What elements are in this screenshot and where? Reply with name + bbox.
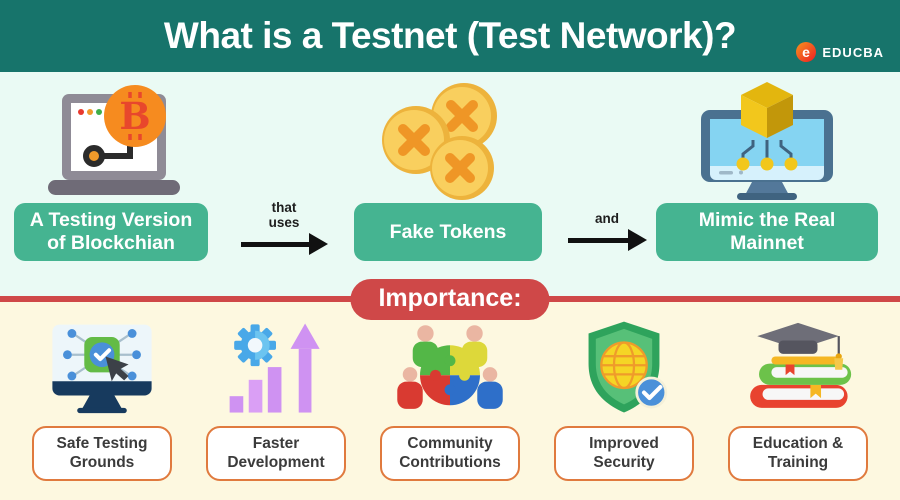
- importance-label-box: Community Contributions: [380, 426, 520, 481]
- importance-label-box: Improved Security: [554, 426, 694, 481]
- svg-text:e: e: [802, 44, 810, 60]
- flow-step-mimic-mainnet: Mimic the Real Mainnet: [656, 203, 878, 261]
- page-title: What is a Testnet (Test Network)?: [163, 15, 737, 56]
- connector-and: and: [552, 211, 662, 252]
- right-arrow-icon: [240, 233, 328, 256]
- community-contributions-icon: [397, 325, 503, 409]
- importance-label: Community Contributions: [399, 435, 501, 472]
- education-training-icon: [750, 322, 852, 408]
- header: What is a Testnet (Test Network)? e EDUC…: [0, 0, 900, 72]
- educba-logo: e EDUCBA: [795, 41, 884, 63]
- connector-label: and: [594, 211, 619, 226]
- importance-item-security: Improved Security: [540, 318, 708, 500]
- improved-security-icon: [588, 321, 668, 413]
- faster-development-icon: [229, 323, 320, 413]
- connector-that-uses: that uses: [228, 200, 340, 256]
- brand-name: EDUCBA: [822, 44, 884, 60]
- importance-label-box: Faster Development: [206, 426, 346, 481]
- importance-item-education: Education & Training: [714, 318, 882, 500]
- fake-coins-icon: [382, 83, 497, 200]
- safe-testing-icon: [52, 324, 152, 414]
- flow-section: B: [0, 72, 900, 298]
- importance-item-community: Community Contributions: [366, 318, 534, 500]
- importance-section: Safe Testing Grounds: [0, 302, 900, 500]
- importance-label: Improved Security: [589, 435, 659, 472]
- importance-label-box: Education & Training: [728, 426, 868, 481]
- importance-label: Faster Development: [227, 435, 325, 472]
- svg-text:B: B: [119, 94, 150, 138]
- laptop-bitcoin-icon: B: [48, 85, 180, 195]
- coin-bottom: [430, 136, 494, 200]
- importance-label: Safe Testing Grounds: [56, 435, 148, 472]
- importance-heading: Importance:: [350, 279, 550, 320]
- educba-e-icon: e: [796, 42, 817, 62]
- importance-item-faster-development: Faster Development: [192, 318, 360, 500]
- importance-label: Education & Training: [752, 435, 844, 472]
- right-arrow-icon: [567, 229, 647, 252]
- importance-item-safe-testing: Safe Testing Grounds: [18, 318, 186, 500]
- flow-step-testing-version: A Testing Version of Blockchian: [14, 203, 208, 261]
- monitor-cube-icon: [701, 82, 833, 200]
- connector-label: that uses: [268, 200, 300, 231]
- flow-step-fake-tokens: Fake Tokens: [354, 203, 542, 261]
- importance-label-box: Safe Testing Grounds: [32, 426, 172, 481]
